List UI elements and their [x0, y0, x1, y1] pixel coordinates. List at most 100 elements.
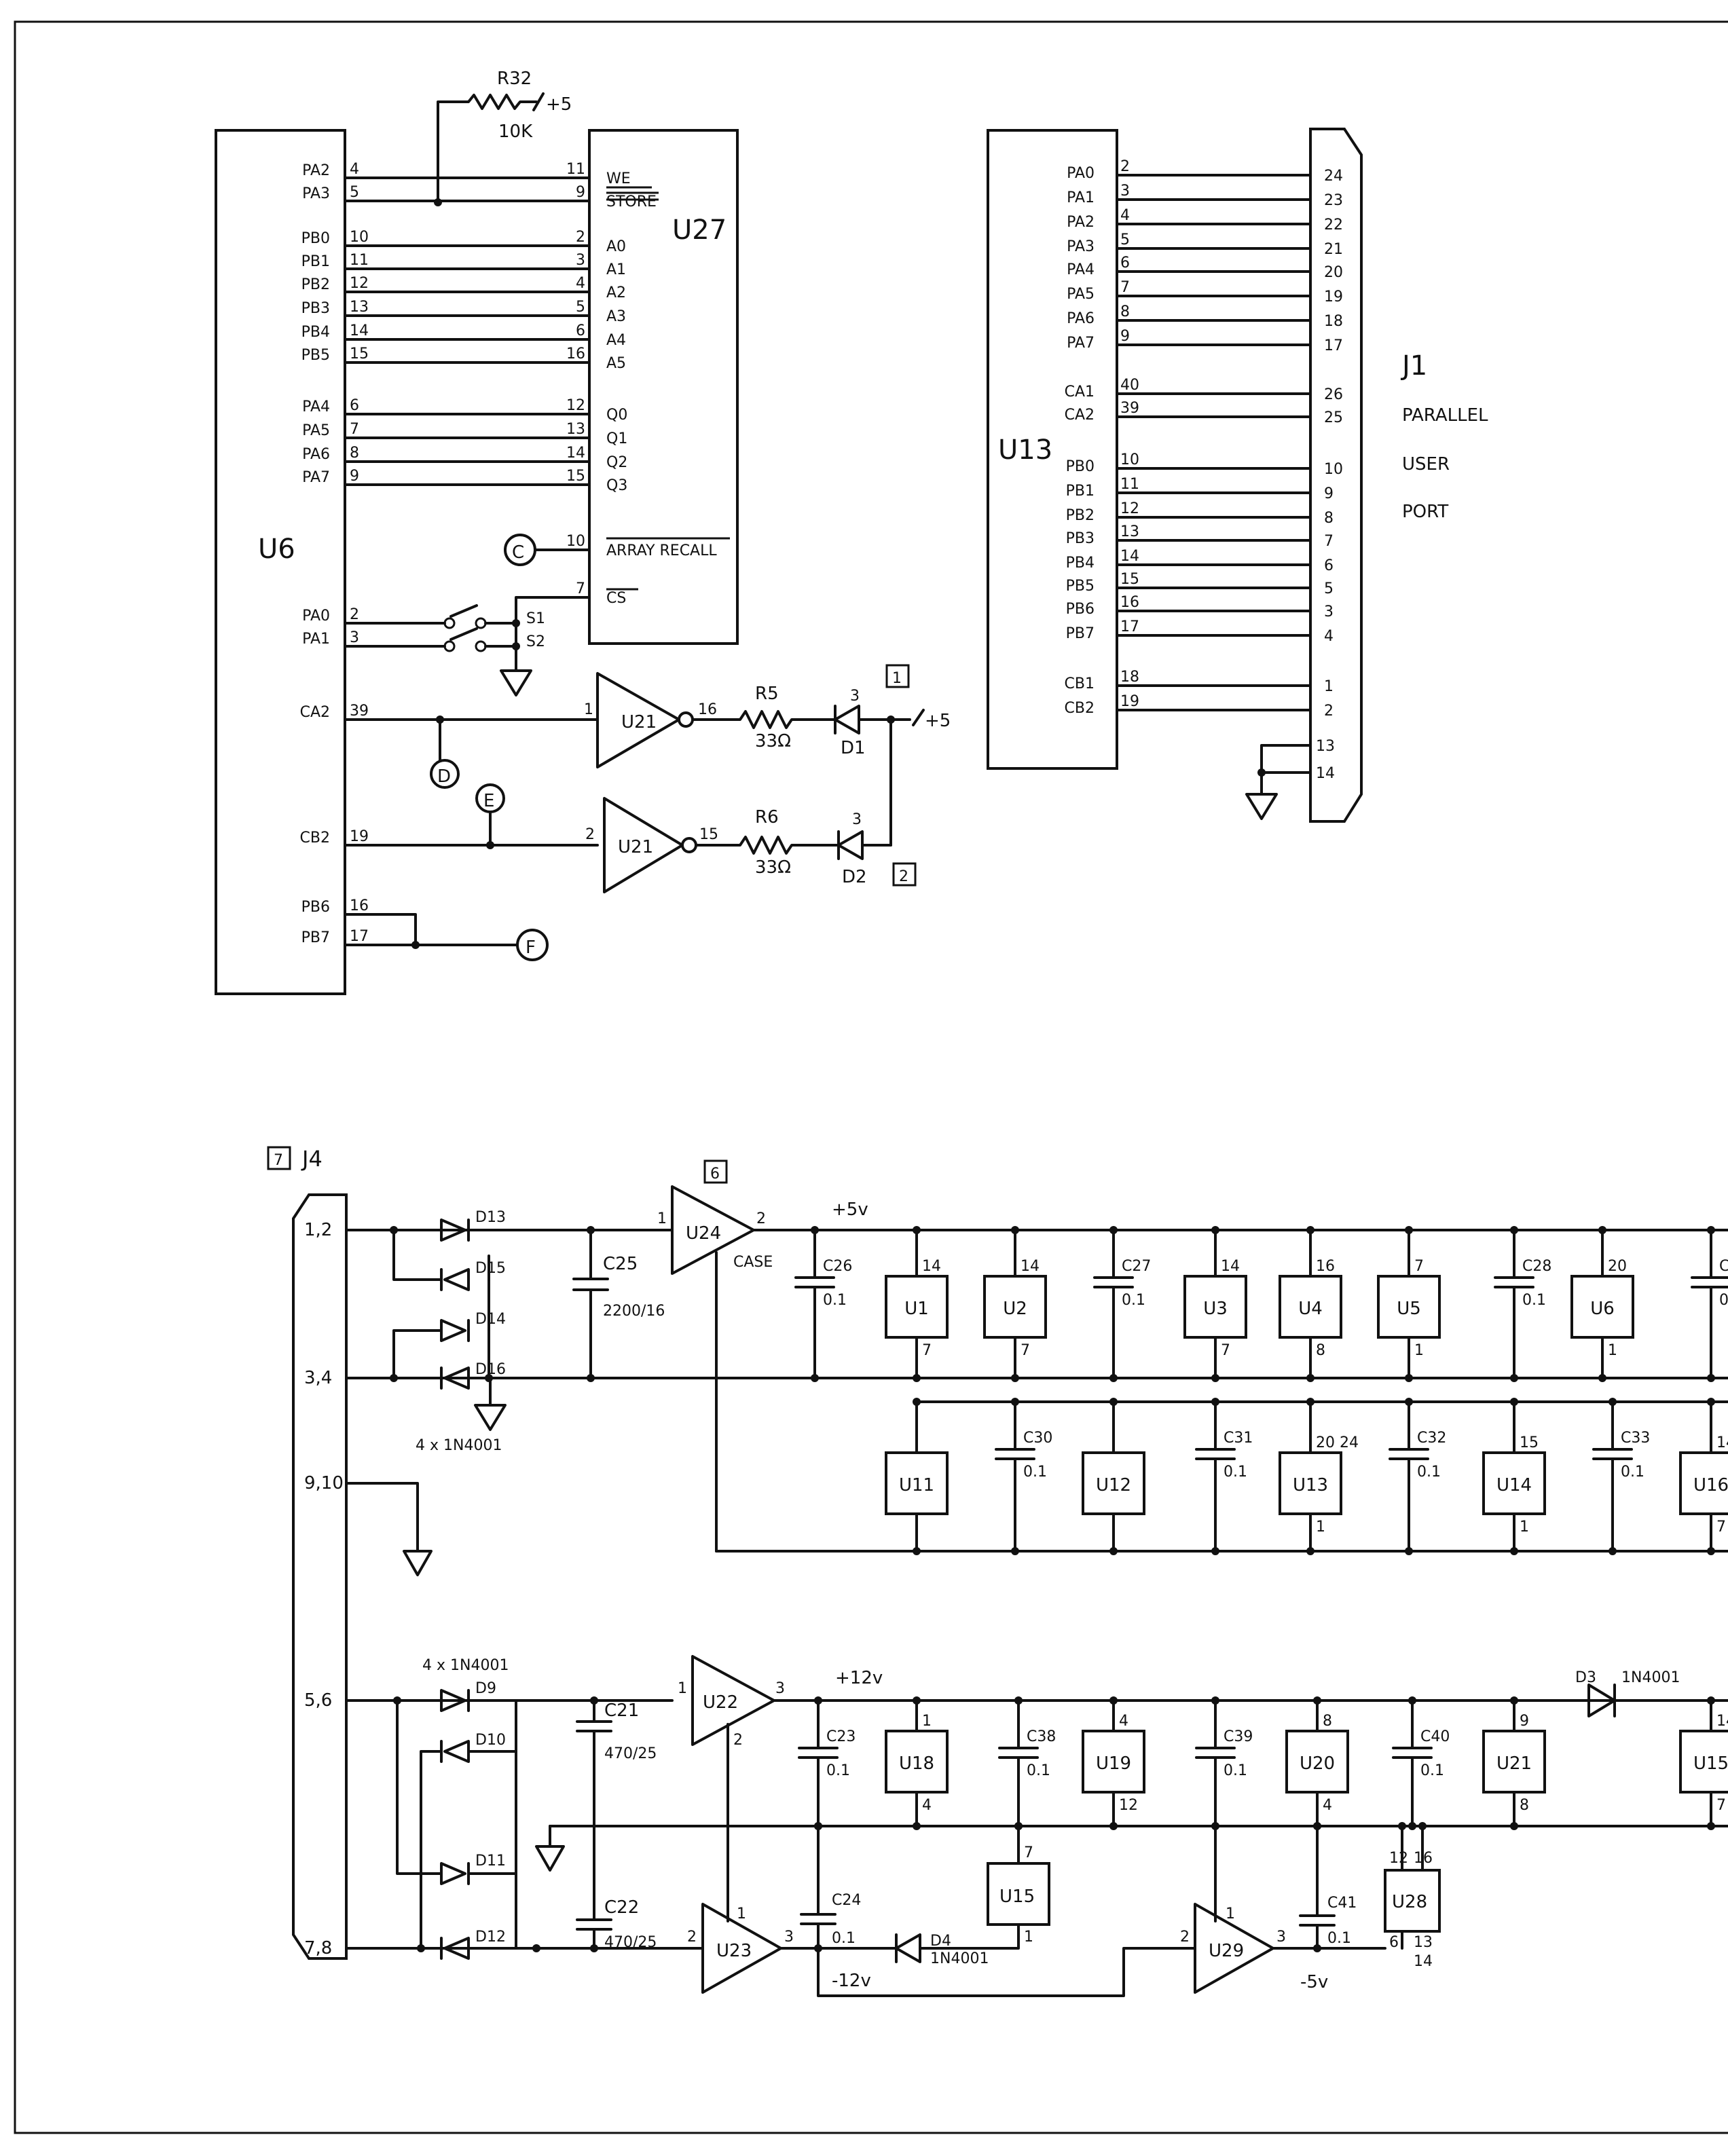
u13-pin-label-10: PB0	[1066, 458, 1095, 475]
j1-pin-number-0: 24	[1324, 168, 1343, 185]
row12-ic-top-pin-7: 9	[1520, 1713, 1529, 1730]
c21-value: 470/25	[604, 1745, 657, 1762]
row12-ic-bot-junction-3	[1109, 1822, 1118, 1830]
bridge12-wires-b	[420, 1699, 517, 1950]
u21-gate-bottom	[603, 797, 684, 893]
r32-junction	[434, 198, 442, 206]
r5-resistor	[691, 710, 837, 729]
j4-pin-1: 3,4	[304, 1368, 332, 1388]
s2-label: S2	[526, 633, 545, 650]
d16-label: D16	[475, 1361, 506, 1378]
u13-pin-label-2: PA2	[1067, 214, 1095, 231]
bridge12-junction-2	[417, 1944, 425, 1952]
gnd12-icon	[535, 1825, 565, 1872]
j4-connector-body	[292, 1193, 348, 1960]
u13-pin-label-18: CB1	[1065, 675, 1095, 692]
d12-label: D12	[475, 1929, 506, 1946]
u28-pin-3: 6	[1389, 1934, 1399, 1951]
d2-pin: 3	[852, 811, 862, 828]
u6-pin-label-10: PA6	[302, 446, 330, 463]
d12-icon	[440, 1937, 470, 1960]
c21-label: C21	[604, 1700, 639, 1721]
j1-pin-number-15: 5	[1324, 580, 1334, 597]
u13-pin-number-3: 5	[1120, 231, 1130, 248]
d4-label: D4	[930, 1933, 951, 1950]
d13-label: D13	[475, 1209, 506, 1226]
row5b-cap-label-1: C30	[1023, 1430, 1052, 1447]
row5a-ic-label-1: U1	[904, 1299, 929, 1319]
r32-label: R32	[497, 69, 532, 89]
note-7: 7	[274, 1152, 283, 1169]
bridge12-junction-3	[532, 1944, 540, 1952]
u13-pin-number-15: 15	[1120, 571, 1139, 588]
row5b-ic-body-4	[1279, 1451, 1342, 1515]
row5a-ic-bot-pin-5: 8	[1316, 1342, 1325, 1359]
note-6-box	[703, 1159, 728, 1184]
c24-value: 0.1	[832, 1930, 856, 1947]
u6-pin-label-4: PB2	[301, 276, 330, 293]
connector-e	[475, 783, 505, 813]
u13-pin-number-19: 19	[1120, 693, 1139, 710]
row5a-cap-7	[1494, 1229, 1534, 1379]
row5b-ic-bot-junction-8	[1707, 1547, 1715, 1555]
u27-pin-label-10: Q2	[606, 454, 627, 471]
sheet-border	[14, 20, 1728, 2134]
u27-pins: 11WE9STORE2A03A14A25A36A416A512Q013Q114Q…	[566, 161, 717, 607]
d13-icon	[440, 1219, 470, 1242]
j1-ground-icon	[1245, 793, 1278, 820]
row5b-cap-bot-junction-5	[1405, 1547, 1413, 1555]
row12-ic-top-junction-8	[1707, 1696, 1715, 1705]
row12-ic-top-junction-5	[1313, 1696, 1321, 1705]
c24-capacitor	[779, 1825, 898, 1950]
row5a-cap-value-7: 0.1	[1522, 1292, 1546, 1309]
row12-cap-bot-junction-6	[1408, 1822, 1416, 1830]
u13-pin-label-7: PA7	[1067, 335, 1095, 352]
row5a-ic-bot-junction-2	[1011, 1374, 1019, 1382]
row12-cap-0	[798, 1699, 839, 1827]
d11-label: D11	[475, 1853, 506, 1870]
row5b-ic-bot-junction-4	[1306, 1547, 1315, 1555]
u13-pin-number-1: 3	[1120, 183, 1130, 200]
u13-pin-label-16: PB6	[1066, 601, 1095, 618]
row12-ic-bot-junction-7	[1510, 1822, 1518, 1830]
j1-pin-number-10: 10	[1324, 461, 1343, 478]
u6-pin-label-6: PB4	[301, 324, 330, 341]
row5a-ic-bot-junction-4	[1211, 1374, 1219, 1382]
u27-pin-number-13: 7	[576, 580, 585, 597]
connector-d	[430, 759, 460, 789]
row12-ic-body-7	[1482, 1730, 1546, 1793]
j1-pin-number-13: 7	[1324, 533, 1334, 550]
d14-label: D14	[475, 1311, 506, 1328]
row5a-ic-bot-junction-1	[913, 1374, 921, 1382]
r5-label: R5	[755, 684, 779, 704]
u27-pin-number-1: 9	[576, 184, 585, 201]
u13-pin-number-7: 9	[1120, 328, 1130, 345]
j1-line1: PARALLEL	[1402, 405, 1488, 426]
power-supply-section: 7 J4 1,23,49,105,67,8 D13 D15 D14 D16 4 …	[267, 1146, 1728, 1997]
j1-pin-number-14: 6	[1324, 557, 1334, 574]
row5b-cap-value-7: 0.1	[1621, 1464, 1644, 1481]
u29-gnd-pin: 1	[1226, 1906, 1235, 1922]
u29-in-pin: 2	[1180, 1929, 1190, 1946]
row5a-ic-bot-pin-2: 7	[1021, 1342, 1030, 1359]
c41-gnd-junction	[1313, 1822, 1321, 1830]
r32-supply-tick	[532, 92, 545, 111]
row12-ic-body-3	[1082, 1730, 1145, 1793]
row5a-ic-body-4	[1183, 1275, 1247, 1339]
u27-pin-number-8: 12	[566, 397, 585, 414]
pb6-pb7-junction	[411, 941, 420, 949]
u21-bottom-bubble	[681, 837, 697, 853]
c24-gnd-junction	[814, 1822, 822, 1830]
j4-pins: 1,23,49,105,67,8	[304, 1220, 344, 1958]
row12-ic-bot-pin-3: 12	[1119, 1797, 1138, 1814]
j1-connector-body	[1309, 128, 1363, 823]
row5b-ic-top-junction-4	[1306, 1398, 1315, 1406]
row5a-ic-top-pin-4: 14	[1221, 1258, 1240, 1275]
row5b-ic-label-4: U13	[1293, 1475, 1328, 1495]
u27-pin-number-11: 15	[566, 468, 585, 485]
row5b-cap-bot-junction-1	[1011, 1547, 1019, 1555]
j1-ground-pin-13: 13	[1316, 738, 1335, 755]
d10-label: D10	[475, 1732, 506, 1749]
row5b-ic-body-8	[1679, 1451, 1728, 1515]
